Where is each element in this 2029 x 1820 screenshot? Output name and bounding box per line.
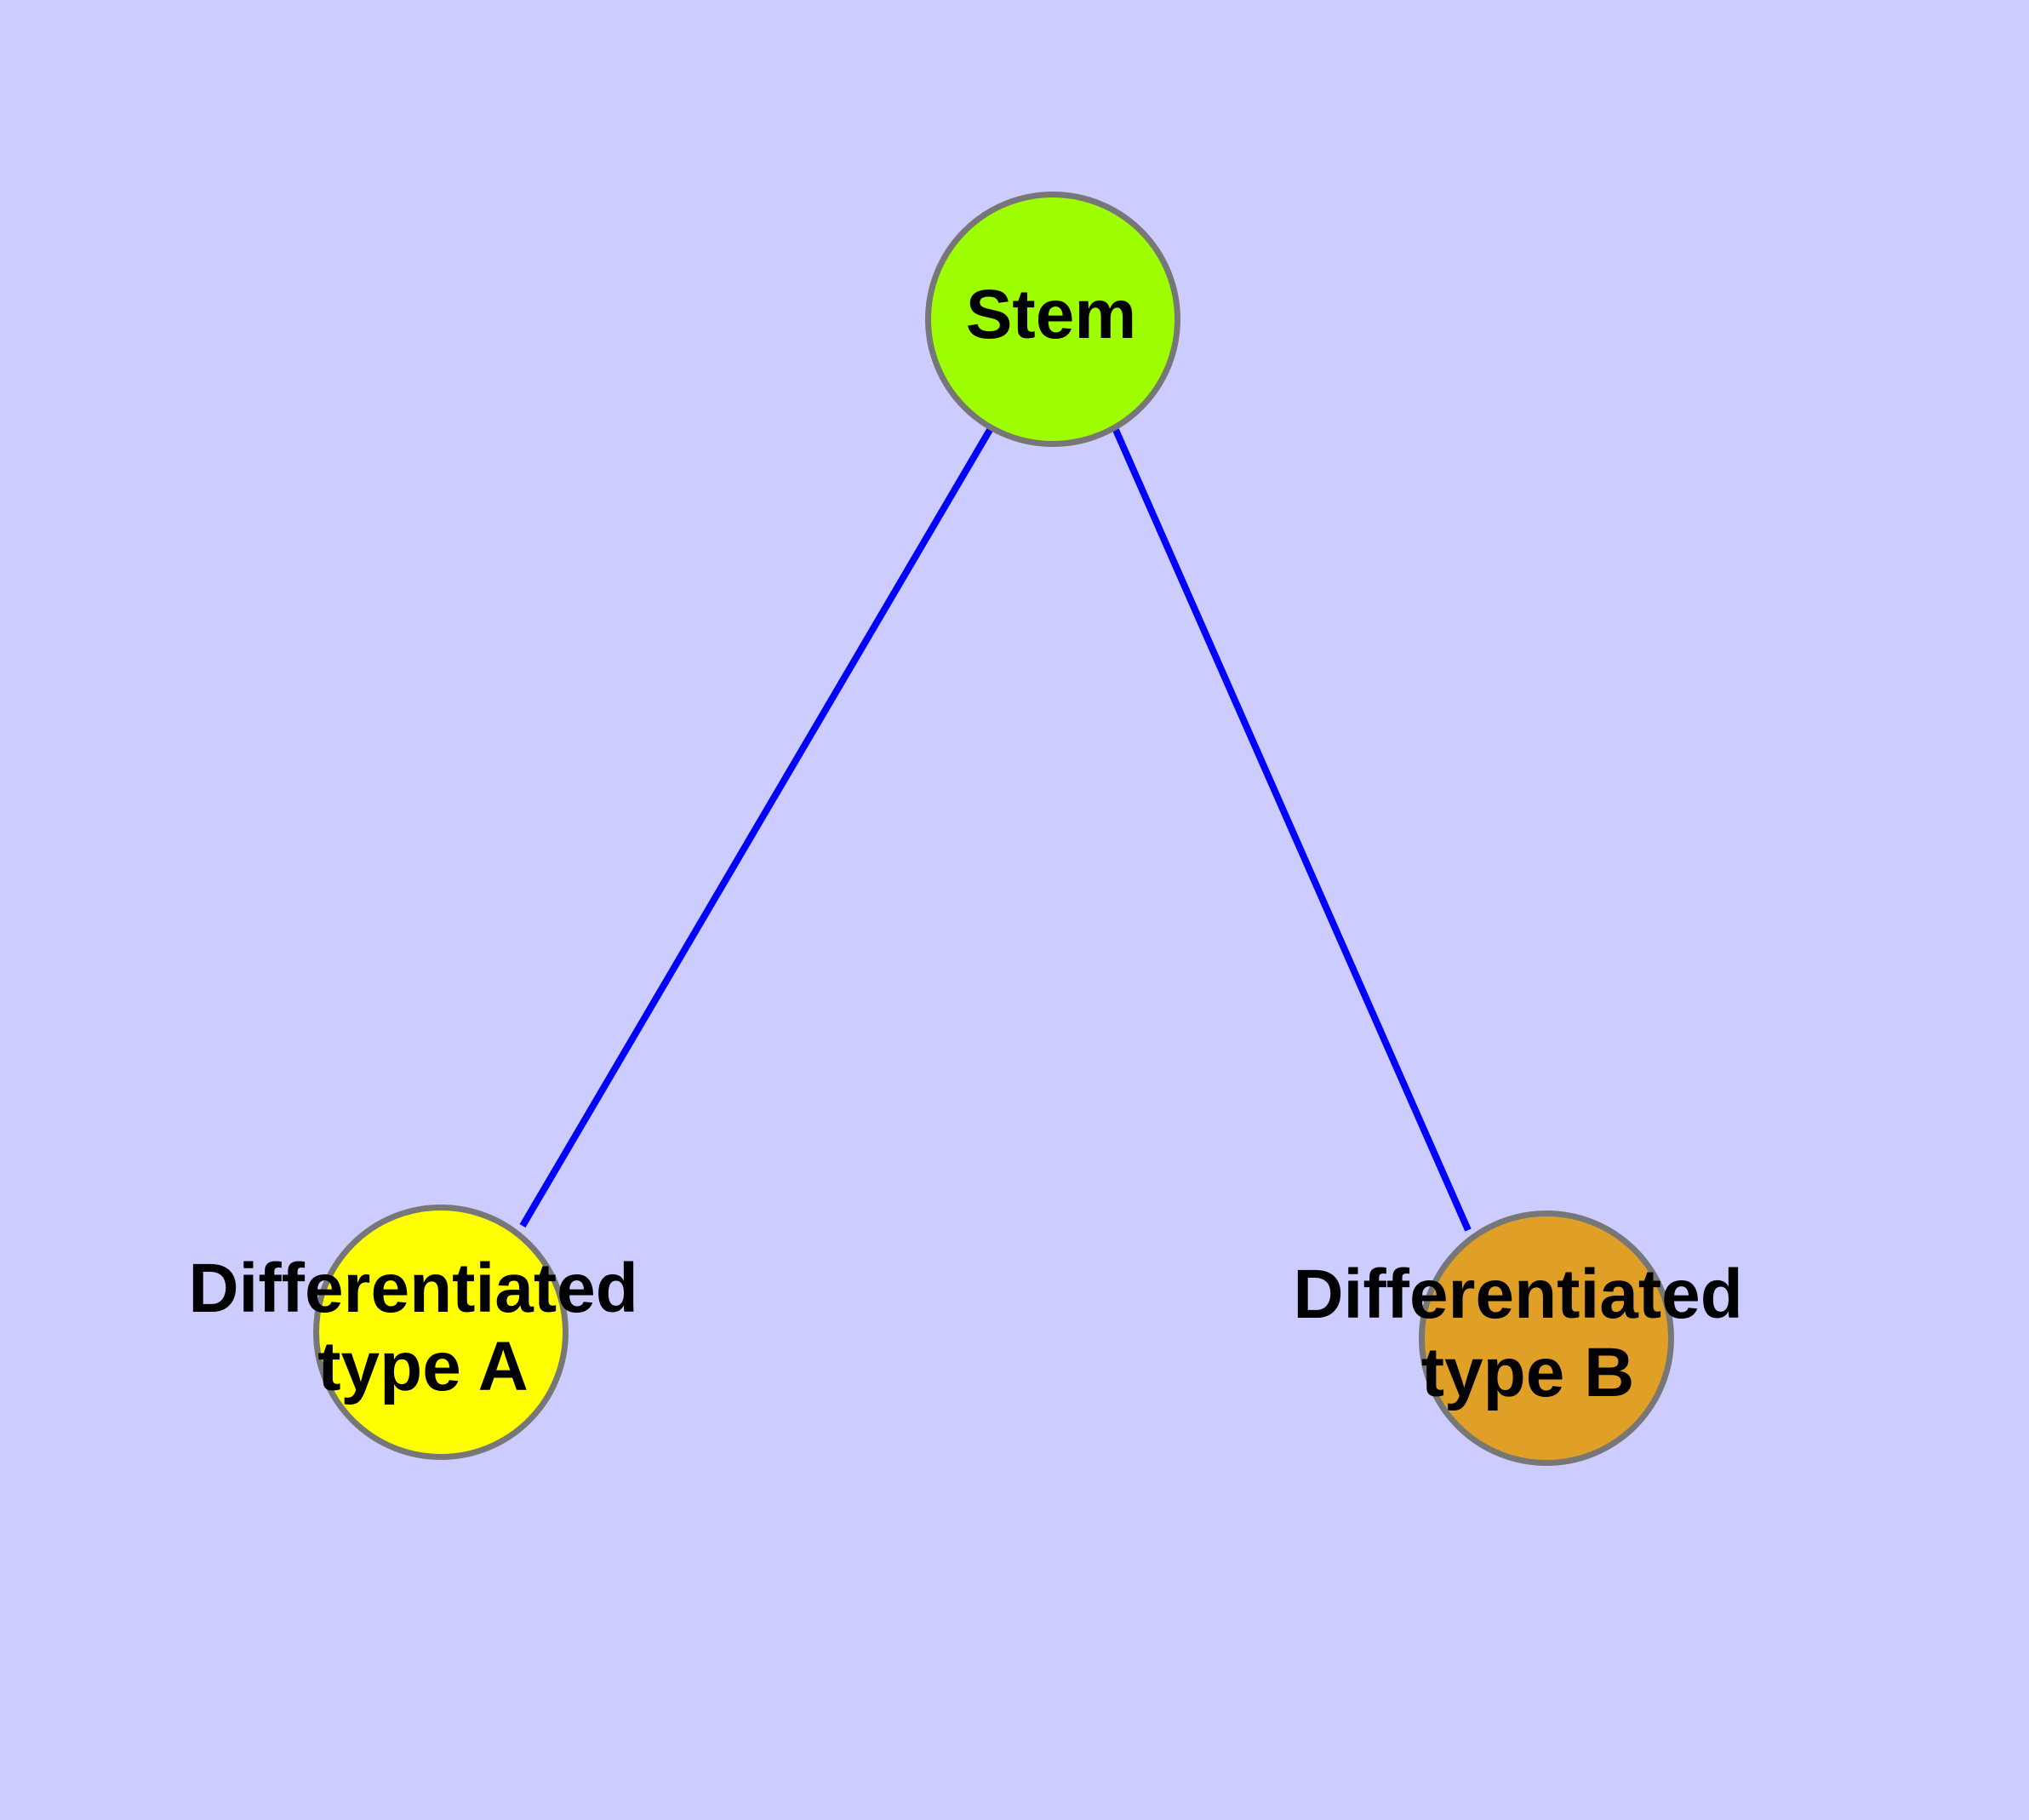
edge-stem-to-differentiated-type-a[interactable]	[519, 427, 993, 1228]
node-differentiated-type-b[interactable]: Differentiated type B	[1293, 1210, 1762, 1466]
node-stem[interactable]: Stem	[925, 192, 1180, 447]
edge-layer	[519, 427, 1472, 1232]
node-differentiated-type-b-label-line1: Differentiated	[1293, 1256, 1743, 1333]
node-stem-label-line1: Stem	[966, 276, 1137, 353]
node-layer: Stem Differentiated type A Differentiate…	[188, 192, 1762, 1466]
node-differentiated-type-b-label: Differentiated type B	[1293, 1256, 1762, 1411]
node-differentiated-type-a-label-line1: Differentiated	[188, 1250, 638, 1327]
node-differentiated-type-b-circle[interactable]	[1419, 1210, 1674, 1466]
edge-stem-to-differentiated-type-b[interactable]	[1112, 428, 1472, 1232]
node-differentiated-type-a[interactable]: Differentiated type A	[188, 1205, 657, 1460]
node-differentiated-type-a-circle[interactable]	[313, 1205, 569, 1460]
node-stem-circle[interactable]	[925, 192, 1180, 447]
node-stem-label: Stem	[966, 276, 1137, 353]
node-differentiated-type-b-label-line2: type B	[1421, 1334, 1635, 1411]
node-differentiated-type-a-label: Differentiated type A	[188, 1250, 657, 1405]
node-differentiated-type-a-label-line2: type A	[317, 1328, 529, 1405]
